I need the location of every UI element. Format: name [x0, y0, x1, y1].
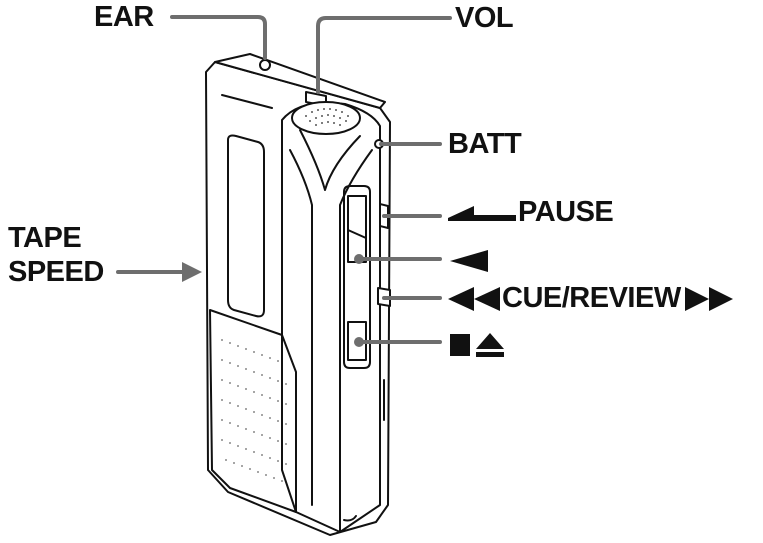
play-button: [347, 195, 367, 263]
ear-jack: [259, 59, 271, 71]
button-slot: [343, 185, 371, 369]
ear-label: EAR: [94, 1, 154, 33]
vol-label: VOL: [455, 2, 514, 34]
mic-grille: [291, 101, 361, 135]
eject-icon: [476, 333, 504, 358]
vol-leader: [316, 16, 452, 94]
play-row: [450, 246, 488, 275]
batt-label: BATT: [448, 128, 522, 160]
play-reverse-triangle-icon: [450, 250, 488, 273]
stop-eject-row: [450, 330, 506, 359]
fast-forward-double-triangle-icon: [684, 287, 733, 312]
cassette-window: [227, 134, 265, 318]
stop-square-icon: [450, 334, 470, 357]
speaker-dots: [221, 339, 287, 482]
pause-row: PAUSE: [448, 196, 614, 228]
tape-speed-arrowhead: [182, 262, 202, 282]
left-arrow-icon: [448, 206, 516, 222]
rewind-double-triangle-icon: [448, 287, 500, 312]
recorder-top-face: [214, 53, 386, 109]
mic-grille-dots: [305, 108, 349, 126]
tape-label: TAPE: [8, 222, 82, 254]
cue-review-label: CUE/REVIEW: [502, 282, 681, 314]
pause-label: PAUSE: [518, 196, 614, 228]
cue-review-row: CUE/REVIEW: [448, 284, 735, 313]
speed-label: SPEED: [8, 256, 104, 288]
speaker-panel: [209, 309, 297, 513]
ear-leader: [170, 15, 267, 60]
